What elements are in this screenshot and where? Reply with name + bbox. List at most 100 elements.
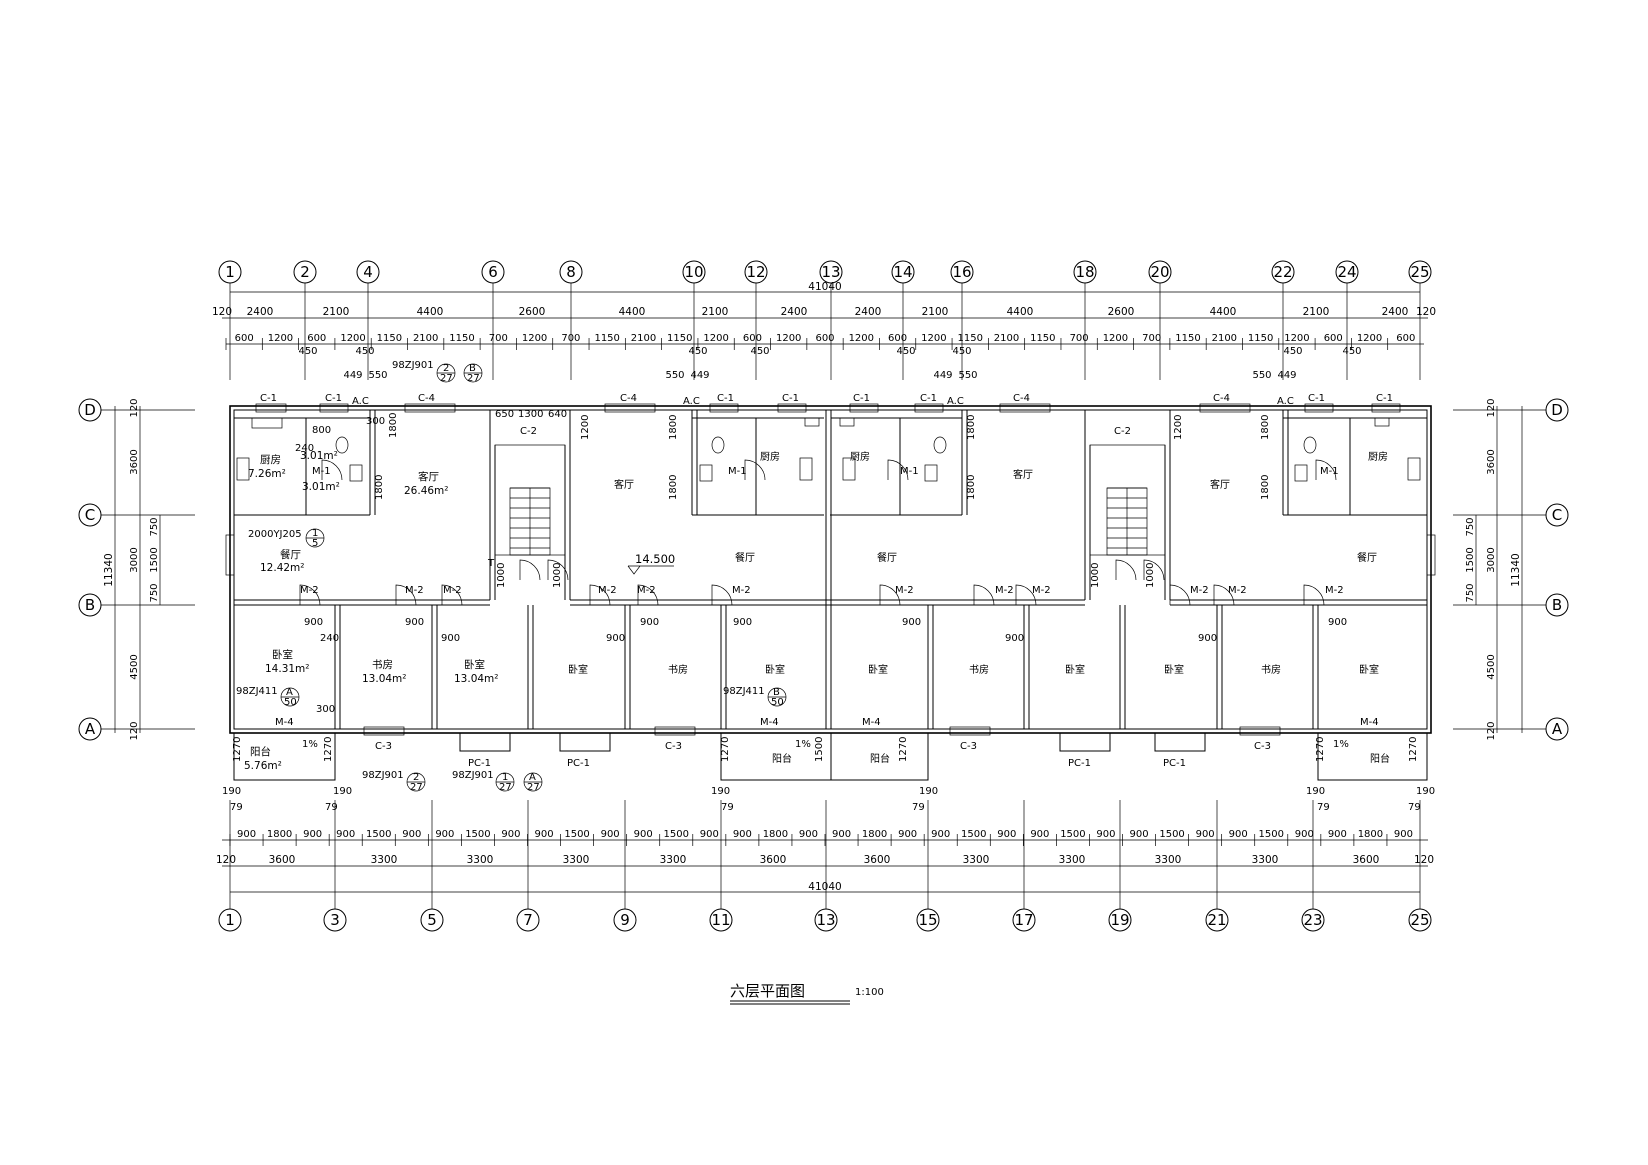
axis-bubble-bottom-label: 7 xyxy=(523,911,533,929)
detail-ref-code: 2000YJ205 xyxy=(248,529,302,540)
dim-label: 900 xyxy=(1328,829,1347,840)
slope-label: 1% xyxy=(795,739,811,750)
window-code: C-2 xyxy=(520,426,537,437)
dim-label: 1270 xyxy=(1408,737,1419,762)
door-swing xyxy=(1143,559,1165,581)
dim-label: 2400 xyxy=(781,306,808,318)
room-bedroom-8: 卧室 xyxy=(1359,663,1379,676)
dim-label: 900 xyxy=(435,829,454,840)
room-toilet-area-a: 3.01m² xyxy=(300,450,338,462)
door-swing xyxy=(711,584,733,606)
axis-bubble-right-label: B xyxy=(1552,596,1562,614)
room-bedroom-4: 卧室 xyxy=(765,663,785,676)
dim-label: 600 xyxy=(235,333,254,344)
room-bedroom-3: 卧室 xyxy=(568,663,588,676)
detail-ref-sheet: 50 xyxy=(771,697,784,708)
detail-references: 98ZJ901 2 27 B 27 2000YJ205 1 5 98ZJ411 … xyxy=(236,360,1349,793)
dim-label: 3600 xyxy=(864,854,891,866)
room-dining-4: 餐厅 xyxy=(1357,551,1377,564)
dim-label: 450 xyxy=(750,346,769,357)
dim-label: 900 xyxy=(898,829,917,840)
facade-windows xyxy=(225,403,1436,736)
dim-label: 3300 xyxy=(1059,854,1086,866)
door-swing xyxy=(1015,584,1037,606)
door-code: M-1 xyxy=(728,466,747,477)
dim-label: 900 xyxy=(402,829,421,840)
dim-label: 1800 xyxy=(1260,415,1271,440)
door-code: M-2 xyxy=(443,585,462,596)
dim-label: 1270 xyxy=(323,737,334,762)
detail-ref-sheet: 50 xyxy=(284,697,297,708)
dim-label: 1200 xyxy=(1357,333,1382,344)
dim-label: 900 xyxy=(304,617,323,628)
room-bedroom-area: 14.31m² xyxy=(265,663,310,675)
dim-label: 1500 xyxy=(465,829,490,840)
dim-label: 1500 xyxy=(1465,547,1476,572)
dim-label: 1800 xyxy=(862,829,887,840)
dim-label: 1200 xyxy=(921,333,946,344)
drawing-title: 六层平面图 1:100 xyxy=(730,982,884,1005)
dim-label: 190 xyxy=(1306,786,1325,797)
dim-label: 2600 xyxy=(1108,306,1135,318)
detail-ref-num: 2 xyxy=(413,772,419,783)
room-balcony-label: 阳台 xyxy=(250,745,271,758)
dim-label: 3300 xyxy=(963,854,990,866)
dim-label: 1200 xyxy=(268,333,293,344)
dim-label: 1150 xyxy=(667,333,692,344)
dim-label: 190 xyxy=(222,786,241,797)
dim-label: 1500 xyxy=(1159,829,1184,840)
stairwell-right xyxy=(1089,444,1166,556)
axis-bubble-top-label: 25 xyxy=(1410,263,1429,281)
dim-label: 2100 xyxy=(994,333,1019,344)
door-swing xyxy=(1303,584,1325,606)
window-code: PC-1 xyxy=(567,758,590,769)
dim-label: 190 xyxy=(919,786,938,797)
room-dining-label: 餐厅 xyxy=(280,548,301,561)
room-study-3: 书房 xyxy=(969,663,989,676)
axis-bubble-bottom-label: 5 xyxy=(427,911,437,929)
room-living-area: 26.46m² xyxy=(404,485,449,497)
dim-label: 700 xyxy=(489,333,508,344)
door-code: M-2 xyxy=(1190,585,1209,596)
room-kitchen-area: 7.26m² xyxy=(248,468,286,480)
dim-label: 79 xyxy=(1408,802,1421,813)
axis-bubble-top-label: 20 xyxy=(1150,263,1169,281)
door-swing xyxy=(299,584,321,606)
dim-label: 190 xyxy=(1416,786,1435,797)
room-study-2: 书房 xyxy=(668,663,688,676)
axis-bubble-top-label: 1 xyxy=(225,263,235,281)
window-code: C-4 xyxy=(418,393,435,404)
axis-bubble-left-label: A xyxy=(85,720,96,738)
dim-label: 4500 xyxy=(129,654,140,679)
room-bedroom-6: 卧室 xyxy=(1065,663,1085,676)
axis-bubble-left-label: D xyxy=(84,401,96,419)
dim-label: 900 xyxy=(1328,617,1347,628)
room-balcony-2: 阳台 xyxy=(772,752,792,765)
overall-dim-top: 41040 xyxy=(808,281,841,293)
room-kitchen-label: 厨房 xyxy=(260,453,281,466)
axis-bubble-bottom-label: 17 xyxy=(1014,911,1033,929)
door-swing xyxy=(887,459,909,481)
dim-label: 1200 xyxy=(522,333,547,344)
dim-label: 3600 xyxy=(760,854,787,866)
door-swing xyxy=(879,584,901,606)
dim-label: 120 xyxy=(129,721,140,740)
dim-label: 900 xyxy=(1394,829,1413,840)
detail-ref-num: 2 xyxy=(443,363,449,374)
room-kitchen-4: 厨房 xyxy=(1368,450,1388,463)
axis-bubble-top-label: 2 xyxy=(300,263,310,281)
dim-label: 750 xyxy=(149,517,160,536)
dim-label: 1500 xyxy=(814,737,825,762)
dim-label: 3300 xyxy=(1252,854,1279,866)
side-dimension-chains: 1134012036003000450012011340120360030004… xyxy=(103,398,1523,741)
dim-label: 120 xyxy=(1416,306,1436,318)
detail-ref-code: 98ZJ411 xyxy=(236,686,278,697)
door-swing xyxy=(744,459,766,481)
dim-label: 1800 xyxy=(763,829,788,840)
door-code: M-4 xyxy=(862,717,881,728)
stairwell-left xyxy=(494,444,566,556)
dim-label: 2100 xyxy=(1303,306,1330,318)
dim-label: 449 xyxy=(343,370,362,381)
